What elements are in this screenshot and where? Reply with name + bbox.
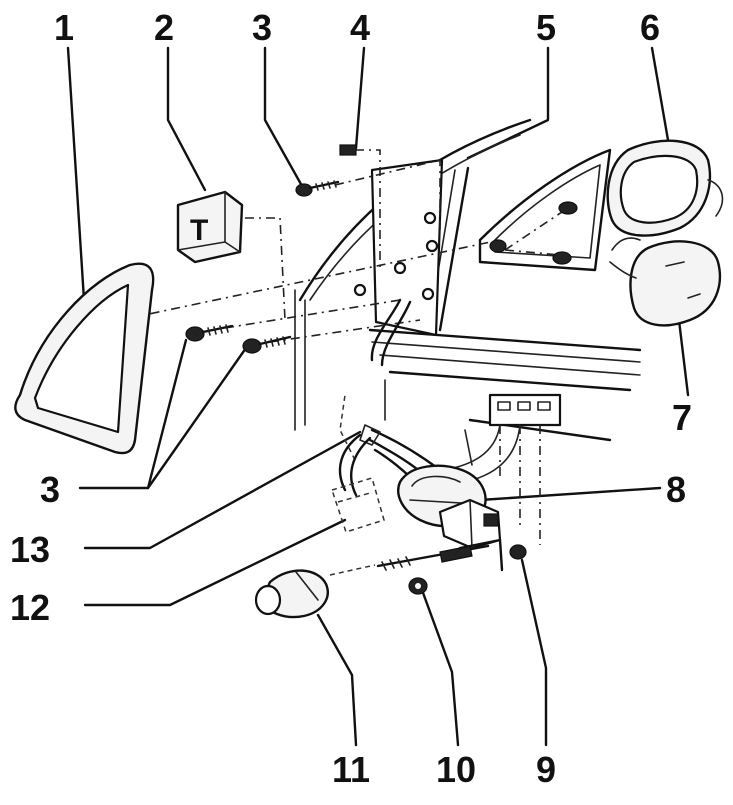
- callout-4: 4: [350, 7, 371, 48]
- door-inner-panel: [388, 370, 632, 392]
- leader-7: [676, 310, 690, 397]
- alignment-lines: [129, 149, 566, 576]
- callout-6: 6: [640, 7, 661, 48]
- callout-3-bottom: 3: [40, 469, 61, 510]
- callout-3-top: 3: [252, 7, 273, 48]
- leader-3-top: [263, 46, 304, 188]
- small-screw: [339, 144, 357, 156]
- screws-bottom: [185, 324, 292, 354]
- callout-1: 1: [54, 7, 75, 48]
- nut-9: [509, 544, 527, 560]
- leader-5: [466, 46, 550, 160]
- callout-9: 9: [536, 749, 557, 790]
- leader-10: [420, 588, 460, 747]
- control-knob: [254, 569, 329, 619]
- screw-top: [295, 180, 340, 197]
- leader-8: [478, 486, 662, 502]
- callout-11: 11: [332, 749, 371, 790]
- mirror-housing: [606, 139, 724, 237]
- switch-housing: [397, 464, 502, 550]
- vent-window-frame: [478, 148, 612, 272]
- callout-5: 5: [536, 7, 557, 48]
- nut-10: [408, 577, 428, 595]
- leader-11: [316, 613, 358, 747]
- connector-12: [331, 477, 385, 533]
- leader-12: [83, 518, 347, 607]
- relay-box-letter: T: [190, 214, 208, 247]
- callout-10: 10: [436, 749, 477, 790]
- mirror-glass: [609, 237, 722, 327]
- leader-1: [66, 46, 86, 302]
- leader-3-bottom-b: [146, 346, 248, 490]
- callout-8: 8: [666, 469, 687, 510]
- callout-7: 7: [672, 397, 693, 438]
- leader-9: [520, 558, 548, 747]
- callout-12: 12: [10, 587, 51, 628]
- mirror-studs: [489, 201, 578, 265]
- relay-box: T: [176, 190, 244, 264]
- trim-cover: [14, 262, 155, 455]
- leader-2: [166, 46, 207, 192]
- callout-2: 2: [154, 7, 175, 48]
- adjuster-rod: [376, 538, 504, 572]
- leader-4: [354, 46, 366, 150]
- callout-13: 13: [10, 529, 51, 570]
- door-frame: [294, 118, 642, 442]
- window-pillar: [438, 166, 470, 332]
- leader-6: [650, 46, 670, 142]
- leader-lines: [66, 46, 690, 747]
- door-belt-line: [368, 328, 642, 352]
- leader-13: [83, 430, 362, 550]
